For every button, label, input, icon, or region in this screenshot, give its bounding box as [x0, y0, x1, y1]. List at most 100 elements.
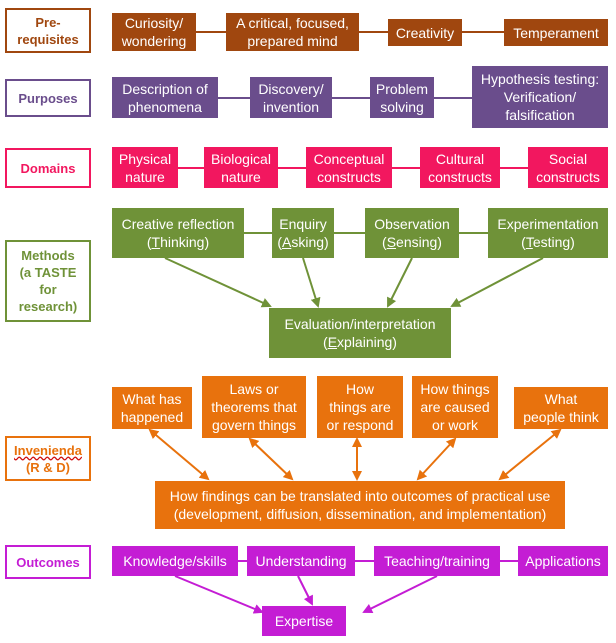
box-line: prepared mind	[247, 33, 338, 49]
box-line: Teaching/training	[384, 553, 490, 569]
box-line: Conceptual	[313, 150, 385, 167]
label-line: Purposes	[18, 90, 78, 106]
box-line: Experimentation	[497, 216, 599, 232]
taste-letter: S	[386, 234, 397, 250]
box-line: What	[544, 391, 578, 407]
paren: (	[277, 234, 282, 250]
box-line: constructs	[536, 168, 600, 185]
label-line: research)	[18, 299, 78, 314]
label-line: for	[39, 282, 57, 297]
label-invenienda: Invenienda(R & D)	[5, 436, 91, 481]
label-outcomes: Outcomes	[5, 545, 91, 579]
prerequisites-connector	[195, 31, 545, 33]
box-line: Understanding	[255, 553, 347, 569]
method-observation: Observation (Sensing)	[365, 208, 459, 258]
paren: (	[521, 234, 526, 250]
outcome-knowledge-skills: Knowledge/skills	[112, 546, 238, 576]
paren: (	[382, 234, 387, 250]
label-domains: Domains	[5, 148, 91, 188]
box-line: phenomena	[128, 98, 202, 115]
word-rest: xplaining)	[337, 334, 397, 350]
box-line: Biological	[211, 150, 271, 167]
box-line: Problem	[375, 80, 429, 97]
box-line: How	[345, 381, 374, 397]
box-line: Observation	[374, 216, 450, 232]
arrow-people-think	[498, 428, 562, 481]
box-line: Knowledge/skills	[123, 553, 227, 569]
box-line: solving	[380, 98, 424, 115]
arrow-sensing-to-evaluation	[387, 257, 413, 308]
word-rest: esting)	[532, 234, 575, 250]
box-line: (Thinking)	[122, 233, 235, 251]
method-evaluation: Evaluation/interpretation(Explaining)	[269, 308, 451, 358]
taste-letter: T	[525, 234, 533, 250]
label-prerequisites: Pre-requisites	[5, 8, 91, 53]
box-line: Temperament	[513, 24, 599, 41]
practical-use-translation: How findings can be translated into outc…	[155, 481, 565, 529]
box-line: govern things	[211, 417, 297, 433]
box-line: What has	[122, 391, 182, 407]
box-line: things are	[329, 399, 391, 415]
arrow-happened	[148, 428, 210, 481]
method-experimentation: Experimentation (Testing)	[488, 208, 608, 258]
invenienda-how-things-are: How things are or respond	[317, 376, 403, 438]
arrow-thinking-to-evaluation	[164, 257, 272, 308]
box-line: or respond	[326, 417, 394, 433]
label-line: Domains	[20, 160, 76, 176]
box-line: people think	[523, 409, 599, 425]
arrow-asking-to-evaluation	[302, 257, 321, 308]
label-line: Invenienda	[14, 442, 82, 458]
outcome-understanding: Understanding	[247, 546, 355, 576]
outcome-expertise: Expertise	[262, 606, 346, 636]
method-creative-reflection: Creative reflection(Thinking)	[112, 208, 244, 258]
invenienda-how-caused: How things are caused or work	[412, 376, 498, 438]
outcome-applications: Applications	[518, 546, 608, 576]
arrow-knowledge-to-expertise	[174, 575, 264, 614]
box-line: or work	[432, 417, 478, 433]
method-arrows	[164, 257, 544, 308]
box-line: Creativity	[395, 24, 455, 41]
box-line: wondering	[121, 33, 187, 49]
label-line: Methods	[21, 248, 75, 263]
box-line: falsification	[505, 107, 575, 123]
box-line: Applications	[525, 553, 601, 569]
box-line: (Asking)	[277, 233, 328, 251]
arrow-teaching-to-expertise	[362, 575, 438, 613]
word-rest: hinking)	[160, 234, 210, 250]
box-line: Social	[548, 150, 588, 167]
word-rest: ensing)	[396, 234, 442, 250]
box-line: invention	[262, 98, 320, 115]
invenienda-people-think: What people think	[514, 387, 608, 429]
box-line: nature	[125, 168, 165, 185]
box-line: Curiosity/	[124, 15, 184, 31]
prerequisite-temperament: Temperament	[504, 19, 608, 46]
arrow-caused	[416, 437, 457, 481]
label-line: (a TASTE	[19, 265, 77, 280]
box-line: A critical, focused,	[236, 15, 349, 31]
outcome-arrows	[174, 575, 438, 614]
box-line: How findings can be translated into outc…	[169, 488, 551, 504]
label-purposes: Purposes	[5, 79, 91, 117]
invenienda-arrows	[148, 428, 562, 481]
box-line: Hypothesis testing:	[480, 71, 600, 87]
box-line: nature	[221, 168, 261, 185]
box-line: How things	[420, 381, 490, 397]
taste-letter: T	[151, 234, 161, 250]
box-line: Creative reflection	[121, 216, 235, 232]
prerequisite-critical-mind: A critical, focused, prepared mind	[226, 13, 359, 51]
box-line: Physical	[118, 150, 172, 167]
box-line: are caused	[420, 399, 490, 415]
label-line: Outcomes	[16, 554, 80, 570]
box-line: Verification/	[503, 89, 577, 105]
arrow-testing-to-evaluation	[450, 257, 544, 307]
box-line: Enquiry	[279, 216, 327, 232]
box-line: Discovery/	[258, 80, 324, 97]
